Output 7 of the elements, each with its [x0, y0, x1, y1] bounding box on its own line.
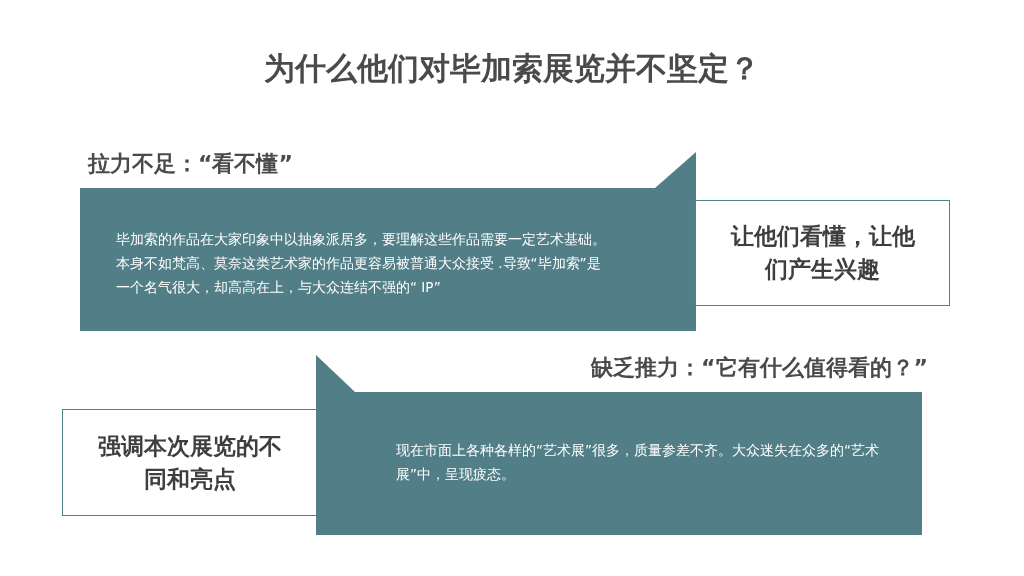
description-text: 毕加索的作品在大家印象中以抽象派居多，要理解这些作品需要一定艺术基础。本身不如梵高、莫奈这类艺术家的作品更容易被普通大众接受 .导致“毕加索”是一个名气很大，却高高在上，与大众连结不强的“ IP”: [116, 230, 606, 297]
section-heading: 缺乏推力：“它有什么值得看的？”: [591, 354, 928, 382]
section-heading: 拉力不足：“看不懂”: [88, 150, 293, 178]
description-text: 现在市面上各种各样的“艺术展”很多，质量参差不齐。大众迷失在众多的“艺术展”中，呈现疲态。: [396, 441, 880, 484]
outlined-box: 让他们看懂，让他们产生兴趣: [695, 200, 950, 306]
outlined-box: 强调本次展览的不同和亮点: [62, 409, 317, 516]
title: 为什么他们对毕加索展览并不坚定？: [263, 49, 761, 88]
